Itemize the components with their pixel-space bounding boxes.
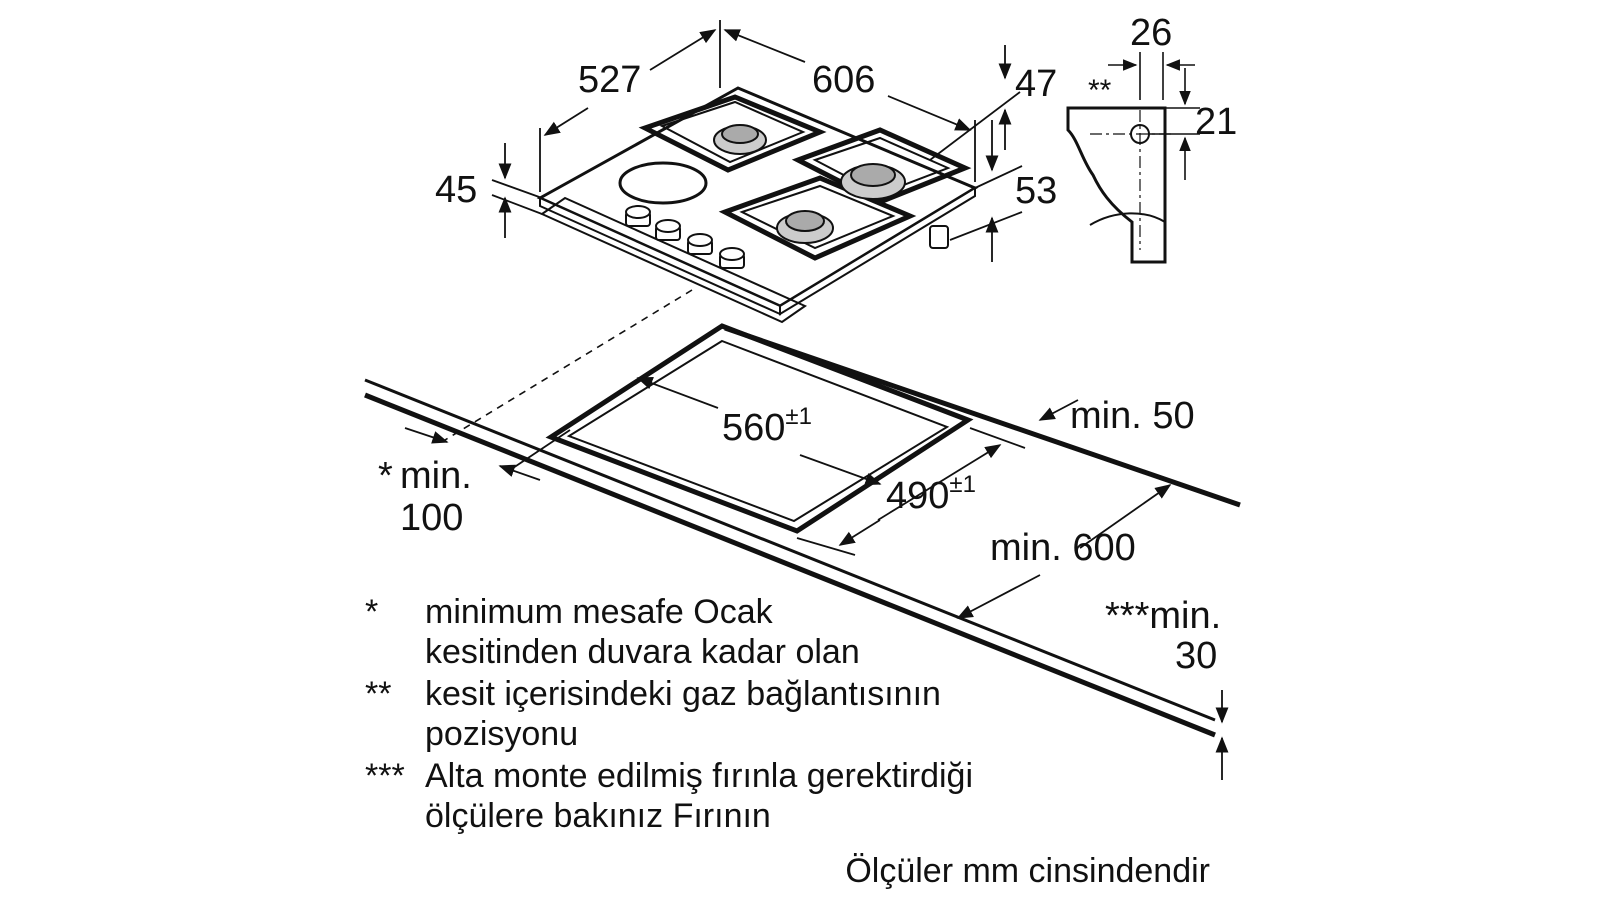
footnote-1-line-1: minimum mesafe Ocak	[425, 593, 773, 631]
dim-top-offset: 47	[1015, 63, 1057, 105]
dim-cutout-depth: 490±1	[886, 471, 976, 517]
dim-worktop-depth: min. 600	[990, 527, 1136, 569]
dim-front-clearance-label: min.	[400, 455, 472, 497]
gas-connection-marker: **	[1088, 74, 1112, 107]
dim-rear-clearance: min. 50	[1070, 395, 1195, 437]
hob	[536, 86, 979, 324]
dim-hob-height: 45	[435, 169, 477, 211]
footnote-3-mark: ***	[365, 757, 405, 795]
dim-bracket-height: 21	[1195, 101, 1237, 143]
dim-hob-depth: 527	[578, 59, 641, 101]
dim-side-height: 53	[1015, 170, 1057, 212]
cutout	[545, 323, 974, 534]
projection-line	[444, 289, 693, 441]
dim-below-clearance-value: 30	[1175, 635, 1217, 677]
footnote-3-line-1: Alta monte edilmiş fırınla gerektirdiği	[425, 757, 974, 795]
dim-front-clearance-value: 100	[400, 497, 463, 539]
dimension-lines	[404, 20, 1229, 780]
dim-cutout-width: 560±1	[722, 403, 812, 449]
footnote-3-line-2: ölçülere bakınız Fırının	[425, 797, 771, 835]
footnote-2-line-2: pozisyonu	[425, 715, 579, 753]
bracket-detail	[1066, 52, 1200, 264]
footnote-1-line-2: kesitinden duvara kadar olan	[425, 633, 860, 671]
dim-bracket-width: 26	[1130, 12, 1172, 54]
footnote-2-mark: **	[365, 675, 392, 713]
dim-below-clearance-label: ***min.	[1105, 595, 1221, 637]
dim-hob-width: 606	[812, 59, 875, 101]
dim-front-clearance-star: *	[378, 455, 393, 497]
footnote-1-mark: *	[365, 593, 379, 631]
footnote-2-line-1: kesit içerisindeki gaz bağlantısının	[425, 675, 941, 713]
units-note: Ölçüler mm cinsindendir	[845, 852, 1210, 890]
